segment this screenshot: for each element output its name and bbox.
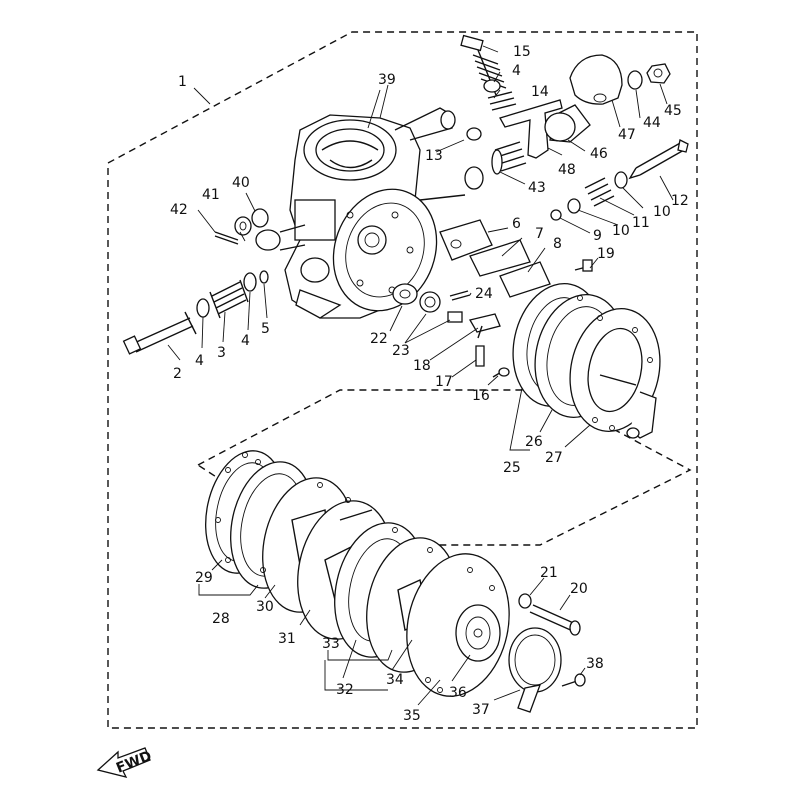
nut-45 (646, 63, 671, 84)
screw-19 (574, 259, 593, 272)
callout-27: 27 (545, 450, 563, 466)
callout-4-c: 4 (512, 63, 521, 79)
spring-11 (584, 177, 615, 207)
callout-11: 11 (632, 215, 650, 231)
washer-4-top (483, 79, 501, 93)
callout-29: 29 (195, 570, 213, 586)
callout-labels: 1 2 3 4 4 4 5 6 7 8 9 10 10 11 12 13 14 … (170, 44, 689, 724)
callout-37: 37 (472, 702, 490, 718)
callout-10-b: 10 (653, 204, 671, 220)
o-ring-9 (550, 209, 562, 221)
check-valve-36 (455, 604, 501, 662)
collar-46 (544, 104, 591, 143)
fitting-18 (468, 313, 501, 339)
callout-12: 12 (671, 193, 689, 209)
bushing-13 (466, 127, 482, 141)
callout-39: 39 (378, 72, 396, 88)
plate-7 (469, 239, 531, 277)
gasket-6 (439, 219, 493, 261)
callout-20: 20 (570, 581, 588, 597)
washer-10-upper (614, 171, 628, 189)
bolt-holes (215, 295, 653, 693)
callout-4-b: 4 (241, 333, 250, 349)
callout-18: 18 (413, 358, 431, 374)
screw-16 (492, 367, 510, 378)
washer-10-lower (567, 198, 581, 214)
callout-40: 40 (232, 175, 250, 191)
callout-3: 3 (217, 345, 226, 361)
callout-4-a: 4 (195, 353, 204, 369)
callout-47: 47 (618, 127, 636, 143)
callout-34: 34 (386, 672, 404, 688)
screw-24 (449, 290, 471, 301)
callout-19: 19 (597, 246, 615, 262)
fwd-arrow-icon: FWD (96, 747, 154, 778)
jet-23 (419, 291, 463, 323)
callout-1: 1 (178, 74, 187, 90)
callout-16: 16 (472, 388, 490, 404)
assembly-boundary (107, 31, 698, 729)
callout-45: 45 (664, 103, 682, 119)
callout-41: 41 (202, 187, 220, 203)
washer-21 (518, 593, 532, 609)
callout-38: 38 (586, 656, 604, 672)
screw-38 (561, 673, 586, 687)
carburetor-body (255, 107, 466, 319)
callout-46: 46 (590, 146, 608, 162)
screw-20 (529, 604, 581, 636)
callout-36: 36 (449, 685, 467, 701)
collar-upper (464, 166, 484, 190)
callout-48: 48 (558, 162, 576, 178)
cover-47 (569, 54, 623, 105)
bracket-48 (499, 99, 563, 159)
pin-17 (475, 345, 485, 367)
callout-5: 5 (261, 321, 270, 337)
callout-9: 9 (593, 228, 602, 244)
plate-8 (499, 261, 551, 298)
washer-44 (627, 70, 643, 90)
callout-10-a: 10 (612, 223, 630, 239)
pin-42 (214, 231, 239, 245)
callout-7: 7 (535, 226, 544, 242)
callout-6: 6 (512, 216, 521, 232)
gasket-22 (392, 283, 418, 305)
cap-37 (508, 627, 562, 713)
callout-33: 33 (322, 636, 340, 652)
spring-3 (209, 279, 249, 319)
callout-44: 44 (643, 115, 661, 131)
callout-22: 22 (370, 331, 388, 347)
callout-17: 17 (435, 374, 453, 390)
cover-27 (569, 308, 661, 439)
callout-35: 35 (403, 708, 421, 724)
choke-spring-43 (491, 141, 527, 175)
callout-25: 25 (503, 460, 521, 476)
o-ring-5 (259, 270, 269, 284)
callout-21: 21 (540, 565, 558, 581)
needle-12 (628, 139, 689, 180)
callout-31: 31 (278, 631, 296, 647)
idle-screw-40-41 (234, 208, 269, 236)
callout-32: 32 (336, 682, 354, 698)
washer-4-left (196, 298, 210, 318)
callout-42: 42 (170, 202, 188, 218)
callout-30: 30 (256, 599, 274, 615)
callout-15: 15 (513, 44, 531, 60)
callout-23: 23 (392, 343, 410, 359)
callout-26: 26 (525, 434, 543, 450)
spring-14 (487, 91, 517, 111)
callout-28: 28 (212, 611, 230, 627)
callout-24: 24 (475, 286, 493, 302)
leader-lines (167, 45, 674, 706)
screw-15 (460, 34, 507, 96)
throttle-stop-screw (122, 311, 197, 355)
callout-14: 14 (531, 84, 549, 100)
callout-8: 8 (553, 236, 562, 252)
callout-13: 13 (425, 148, 443, 164)
callout-2: 2 (173, 366, 182, 382)
callout-43: 43 (528, 180, 546, 196)
washer-4-right (243, 272, 257, 292)
